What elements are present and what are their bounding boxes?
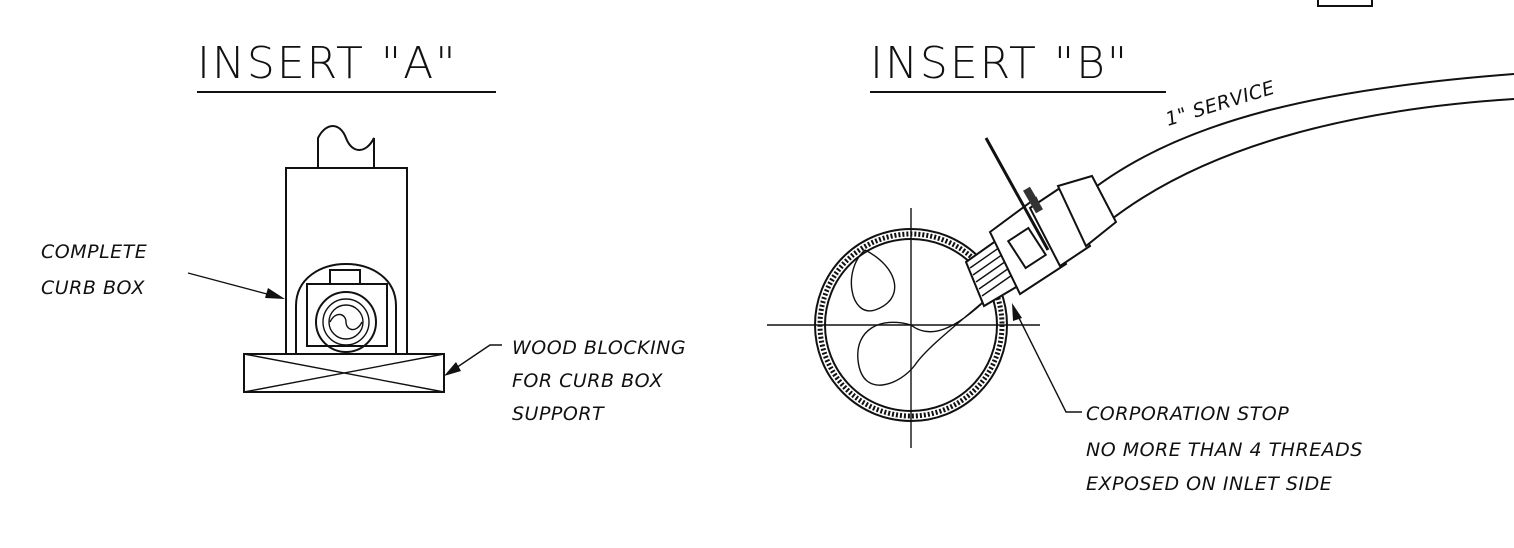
label-for-curb-box: FOR CURB BOX — [512, 370, 664, 392]
service-pipe — [1083, 73, 1514, 223]
label-wood-blocking: WOOD BLOCKING — [512, 337, 686, 359]
title-box-fragment — [1317, 0, 1373, 7]
curb-valve-housing — [295, 263, 397, 354]
main-pipe-outer-wall — [814, 228, 1008, 422]
label-exposed-inlet: EXPOSED ON INLET SIDE — [1086, 473, 1332, 495]
label-curb-box: CURB BOX — [41, 277, 145, 299]
wood-blocking-cross-2 — [243, 353, 445, 393]
label-complete: COMPLETE — [41, 241, 147, 263]
leader-wood-blocking — [446, 344, 502, 375]
curb-valve-nut — [329, 269, 361, 285]
curb-valve-body — [306, 283, 388, 347]
service-pipe-lower-edge — [1107, 98, 1514, 223]
insert-b-title: INSERT "B" — [870, 38, 1129, 89]
corporation-stop — [964, 137, 1118, 308]
corp-stop-stem-hatch — [1023, 186, 1043, 214]
curb-box-figure — [243, 125, 445, 393]
curb-valve-outer-ring — [315, 291, 377, 353]
pipe-flow-symbol — [850, 249, 991, 386]
leader-corporation-stop — [1013, 307, 1082, 413]
main-pipe-inner-wall — [824, 238, 998, 412]
corp-stop-coupling — [1056, 174, 1118, 248]
curb-valve-ball-symbol — [329, 313, 363, 331]
label-service: 1" SERVICE — [1163, 77, 1278, 131]
service-pipe-upper-edge — [1083, 73, 1514, 197]
wood-blocking — [243, 353, 445, 393]
leader-wood-arrow — [444, 362, 461, 376]
insert-a-title: INSERT "A" — [197, 38, 457, 89]
label-support: SUPPORT — [512, 403, 605, 425]
corp-stop-window — [1006, 226, 1048, 270]
curb-valve-ring — [322, 298, 370, 346]
label-corporation-stop: CORPORATION STOP — [1086, 403, 1289, 425]
corp-stop-nut — [1028, 186, 1092, 268]
corp-stop-body — [988, 196, 1068, 296]
main-pipe-figure — [767, 208, 1040, 448]
leader-curb-box-arrow — [265, 288, 285, 299]
curb-box-riser-pipe — [317, 125, 375, 168]
leader-corp-arrow — [1012, 303, 1022, 321]
label-no-more-than: NO MORE THAN 4 THREADS — [1086, 439, 1363, 461]
main-pipe-wall-hatch — [817, 231, 1005, 419]
corp-stop-stem — [984, 137, 1050, 251]
curb-valve-inner-ring — [328, 304, 364, 340]
curb-box-body — [285, 167, 408, 354]
